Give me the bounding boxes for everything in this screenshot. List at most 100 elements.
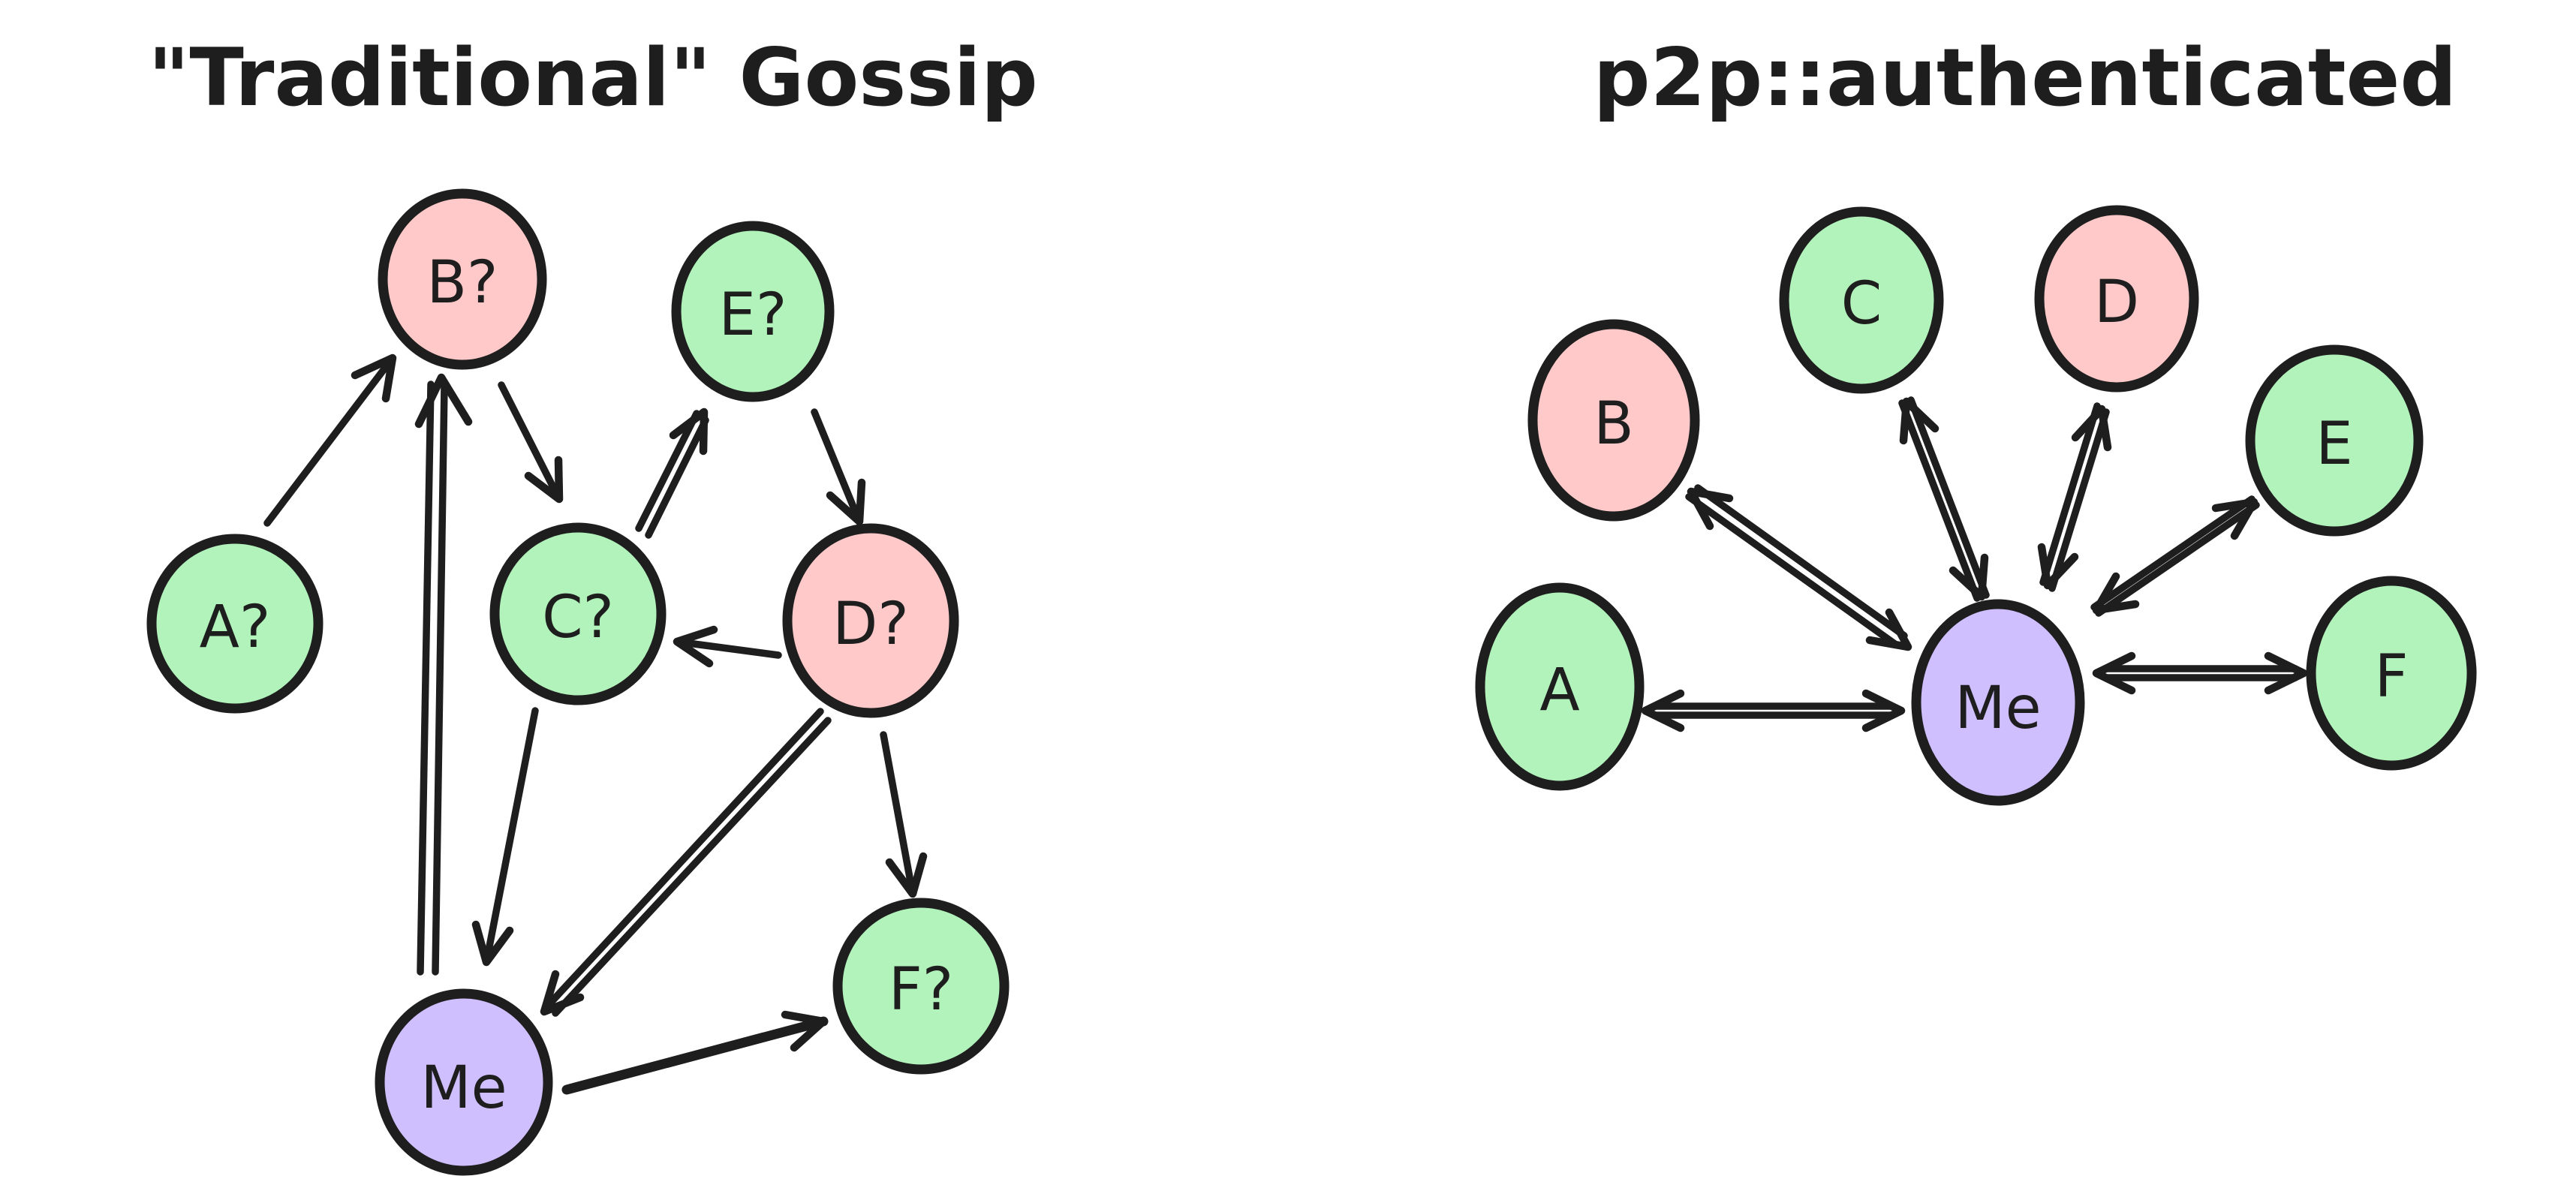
node-label: B [1593,390,1634,458]
arrowhead-icon [1687,487,1734,531]
node-label: A [1539,657,1579,724]
arrowhead-icon [2092,651,2136,695]
edge-shaft [880,731,916,898]
edge-shaft [635,410,700,532]
node-label: A? [200,594,271,661]
node-label: D [2094,269,2139,336]
arrowhead-icon [1899,397,1940,445]
node-a-unverified: A? [146,534,324,714]
edge-shaft [498,381,563,503]
node-shape [489,522,667,705]
node-c-authenticated: C [1779,206,1944,394]
node-b-unverified: B? [378,188,547,370]
node-shape [2245,344,2424,537]
edge-shaft [1898,399,1981,602]
arrowhead-icon [1861,689,1906,732]
node-e-authenticated: E [2245,344,2424,537]
edge-shaft [645,417,709,539]
left-diagram: "Traditional" Gossip [146,32,1038,1176]
arrowhead-icon [1949,553,1989,601]
arrowhead-icon [669,408,709,456]
right-diagram: p2p::authenticated [1475,32,2477,806]
edge-shaft [673,638,782,659]
arrowhead-icon [1641,689,1685,732]
node-shape [2034,205,2199,392]
edge-c-to-me [471,707,539,967]
edge-shaft [263,354,396,527]
edge-me-to-c [1898,396,1990,602]
node-me-left: Me [375,988,553,1176]
node-label: F? [889,956,953,1024]
arrowhead-icon [673,625,718,668]
node-b-authenticated: B [1527,319,1700,522]
node-shape [671,221,835,402]
node-label: E [2316,411,2352,478]
edge-shaft [2095,501,2260,617]
right-diagram-title: p2p::authenticated [1593,32,2457,124]
edge-d-to-c [673,625,782,668]
edge-shaft [552,717,832,1017]
edge-b-to-c [498,381,564,504]
edge-shaft [811,408,863,525]
node-label: Me [1955,675,2041,742]
edge-shaft [2048,408,2110,592]
node-shape [1911,599,2085,806]
arrowhead-icon [414,373,473,429]
arrowhead-icon [2037,543,2079,590]
node-label: E? [719,281,787,349]
edge-shaft [1685,493,1900,648]
node-label: D? [832,591,908,658]
node-shape [832,898,1010,1075]
edge-shaft [561,1016,829,1095]
arrowhead-icon [540,970,585,1016]
edge-shaft [2090,495,2256,611]
arrowhead-icon [524,456,564,504]
node-label: F [2375,643,2409,711]
edge-shaft [2039,402,2101,586]
node-me-right: Me [1911,599,2085,806]
node-f-unverified: F? [832,898,1010,1075]
edge-me-to-e [2090,495,2260,617]
arrowhead-icon [2092,572,2140,615]
node-shape [1475,582,1645,791]
node-a-authenticated: A [1475,582,1645,791]
edge-shaft [483,707,539,966]
node-f-authenticated: F [2306,576,2477,771]
edge-me-to-b [1685,484,1912,651]
node-d-authenticated: D [2034,205,2199,392]
node-c-unverified: C? [489,522,667,705]
node-shape [375,988,553,1176]
node-label: B? [427,249,498,317]
arrowhead-icon [471,920,514,967]
node-shape [146,534,324,714]
node-d-unverified: D? [782,523,959,718]
arrowhead-icon [1865,608,1912,651]
node-shape [1527,319,1700,522]
left-diagram-title: "Traditional" Gossip [148,32,1037,124]
edge-shaft [1907,396,1990,599]
arrowhead-icon [885,852,928,898]
node-shape [378,188,547,370]
node-e-unverified: E? [671,221,835,402]
edge-d-to-f [880,731,928,898]
edge-shaft [544,708,824,1009]
edge-shaft [1694,484,1908,639]
node-shape [2306,576,2477,771]
edge-d-to-me [540,708,832,1017]
node-label: C [1841,270,1882,338]
edge-e-to-d [811,408,866,526]
arrowhead-icon [2211,498,2259,540]
arrowhead-icon [351,353,397,403]
node-label: Me [420,1054,507,1122]
arrowhead-icon [2264,651,2308,695]
edge-me-to-d [2037,402,2112,592]
node-shape [782,523,959,718]
arrowhead-icon [826,478,866,526]
edge-a-to-b [263,353,397,527]
node-label: C? [542,584,614,651]
edge-c-to-e [635,408,709,539]
edge-shaft [417,380,435,976]
edge-shaft [432,382,448,976]
arrowhead-icon [2071,405,2112,452]
